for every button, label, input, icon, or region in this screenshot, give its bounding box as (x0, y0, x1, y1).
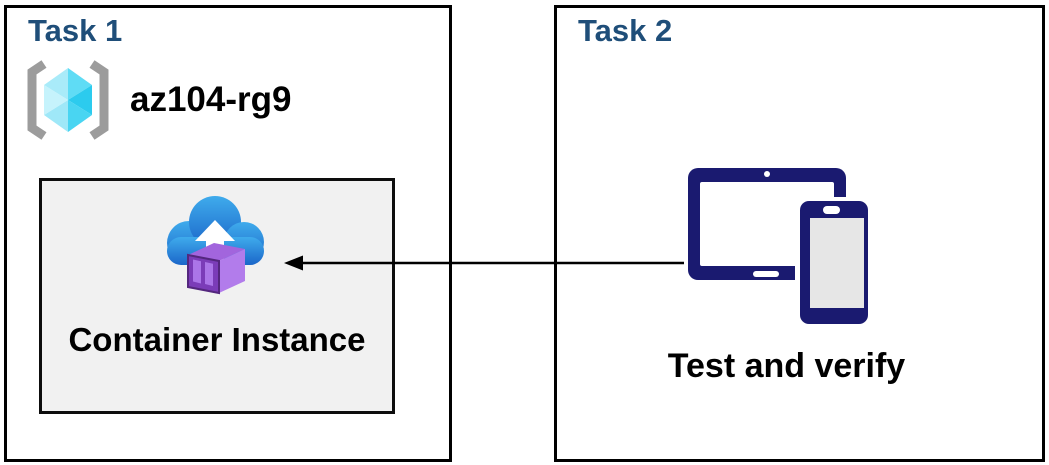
resource-group-icon (27, 60, 109, 140)
up-arrow-icon (195, 220, 235, 265)
test-and-verify-label: Test and verify (667, 347, 906, 385)
container-instance-icon (167, 196, 264, 295)
resource-group: az104-rg9 (26, 60, 291, 140)
phone-icon (800, 201, 868, 324)
tablet-and-phone-icon (688, 168, 884, 336)
tablet-camera-dot (764, 171, 770, 177)
task2-box: Task 2 Test and verify (554, 5, 1045, 462)
container-cube-icon (187, 243, 245, 295)
container-instance-box: Container Instance (39, 178, 395, 414)
container-instance-label: Container Instance (68, 321, 366, 358)
phone-screen (810, 218, 864, 308)
resource-group-name: az104-rg9 (130, 80, 292, 119)
phone-speaker (823, 206, 840, 214)
task1-box: Task 1 az104-rg9 (4, 5, 452, 462)
task2-title: Task 2 (578, 13, 673, 48)
tablet-home-button (753, 271, 779, 277)
task1-title: Task 1 (28, 13, 123, 48)
